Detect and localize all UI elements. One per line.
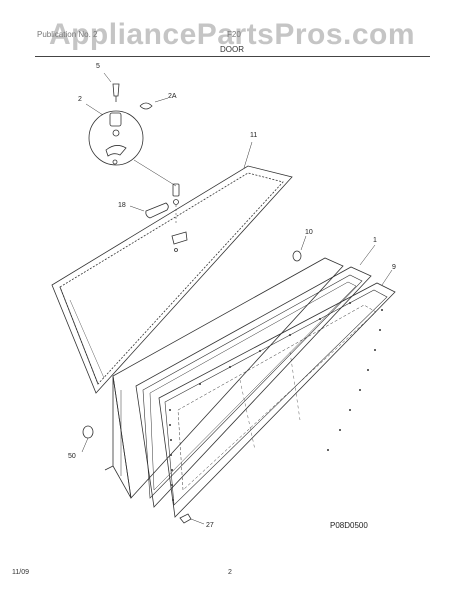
- footer-page-number: 2: [228, 569, 232, 576]
- screw-part: [179, 513, 205, 525]
- handle-part: [129, 202, 169, 219]
- door-outer-panel: [158, 282, 396, 518]
- door-gasket: [135, 266, 372, 508]
- callout-9: 9: [392, 264, 396, 271]
- door-liner-panel: [51, 165, 293, 394]
- model-label: F20: [227, 30, 241, 39]
- callout-18: 18: [118, 202, 126, 209]
- watermark-text: AppliancePartsPros.com: [48, 18, 416, 51]
- callout-50: 50: [68, 453, 76, 460]
- lock-cylinder-part: [171, 183, 188, 252]
- callout-27: 27: [206, 522, 214, 529]
- panel-rivets: [169, 302, 383, 501]
- callout-11: 11: [250, 132, 258, 139]
- lock-key-part: [103, 72, 120, 102]
- diagram-code: P08D0500: [330, 521, 368, 530]
- page-title: DOOR: [220, 45, 244, 54]
- bumper-part: [292, 235, 307, 262]
- callout-2a: 2A: [168, 93, 177, 100]
- lock-clip-part: [139, 97, 169, 110]
- header-divider: [35, 56, 430, 57]
- callout-2: 2: [78, 96, 82, 103]
- callout-5: 5: [96, 63, 100, 70]
- callout-10: 10: [305, 229, 313, 236]
- hinge-bumper-part: [81, 425, 94, 453]
- callout-1: 1: [373, 237, 377, 244]
- publication-label: Publication No. 2: [37, 30, 98, 39]
- lock-assembly-detail: [85, 103, 177, 187]
- footer-date: 11/09: [12, 569, 29, 576]
- door-foam-body: [104, 257, 344, 499]
